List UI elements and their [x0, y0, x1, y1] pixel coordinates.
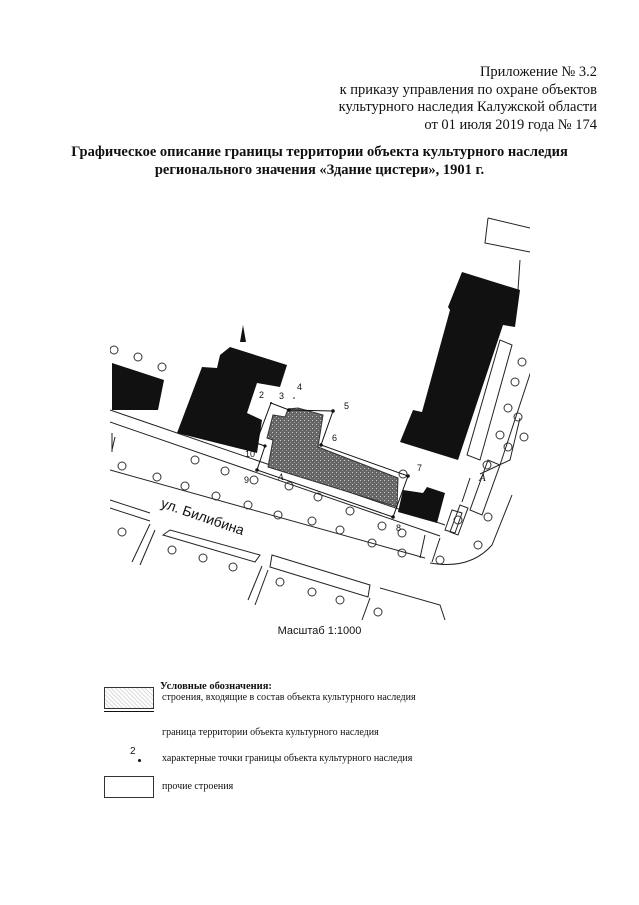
buildings [112, 272, 520, 523]
point-5 [331, 409, 335, 413]
point-9 [255, 468, 259, 472]
heritage-building [266, 407, 399, 508]
point-7 [406, 474, 410, 478]
point-10 [263, 444, 267, 448]
trees [110, 345, 529, 617]
point-label-8: 8 [396, 523, 401, 533]
point-1 [254, 441, 258, 445]
boundary-line-symbol [104, 711, 154, 712]
point-label-6: 6 [332, 433, 337, 443]
point-8 [391, 515, 395, 519]
section-label-a: А [478, 472, 486, 484]
point-symbol [138, 759, 141, 762]
map-scale: Масштаб 1:1000 [277, 625, 362, 637]
street-name: ул. Билибина [159, 495, 247, 539]
legend-item-heritage: строения, входящие в состав объекта куль… [162, 692, 416, 703]
legend-point-number: 2 [130, 746, 136, 757]
point-label-4: 4 [297, 382, 302, 392]
legend-item-points: характерные точки границы объекта культу… [162, 753, 413, 764]
boundary-points [254, 397, 410, 519]
point-3 [287, 408, 291, 412]
header-line: культурного наследия Калужской области [338, 99, 597, 115]
heritage-boundary [255, 402, 409, 518]
header-line: от 01 июля 2019 года № 174 [424, 116, 597, 133]
legend-item-boundary: граница территории объекта культурного н… [162, 727, 379, 738]
other-building-symbol [104, 776, 154, 798]
point-label-9: 9 [244, 475, 249, 485]
title-line-1: Графическое описание границы территории … [71, 144, 568, 160]
road-lines [110, 217, 530, 620]
point-6 [319, 443, 323, 447]
heritage-building-symbol [104, 687, 154, 709]
point-label-5: 5 [344, 401, 349, 411]
point-label-3: 3 [279, 391, 284, 401]
legend-item-other: прочие строения [162, 781, 234, 792]
header-line: Приложение № 3.2 [479, 64, 597, 80]
point-4 [293, 397, 295, 399]
point-label-10: 10 [245, 449, 255, 459]
title-line-2: регионального значения «Здание цистери»,… [154, 162, 485, 178]
document-title: Графическое описание границы территории … [0, 143, 639, 179]
point-label-7: 7 [417, 463, 422, 473]
point-2 [270, 402, 272, 404]
header-line: к приказу управления по охране объектов [339, 81, 597, 98]
section-label-a: А [277, 472, 284, 482]
legend-title: Условные обозначения: [160, 681, 272, 692]
appendix-header: Приложение № 3.2 к приказу управления по… [339, 64, 597, 134]
point-label-1: 1 [240, 432, 245, 442]
point-label-2: 2 [259, 390, 264, 400]
